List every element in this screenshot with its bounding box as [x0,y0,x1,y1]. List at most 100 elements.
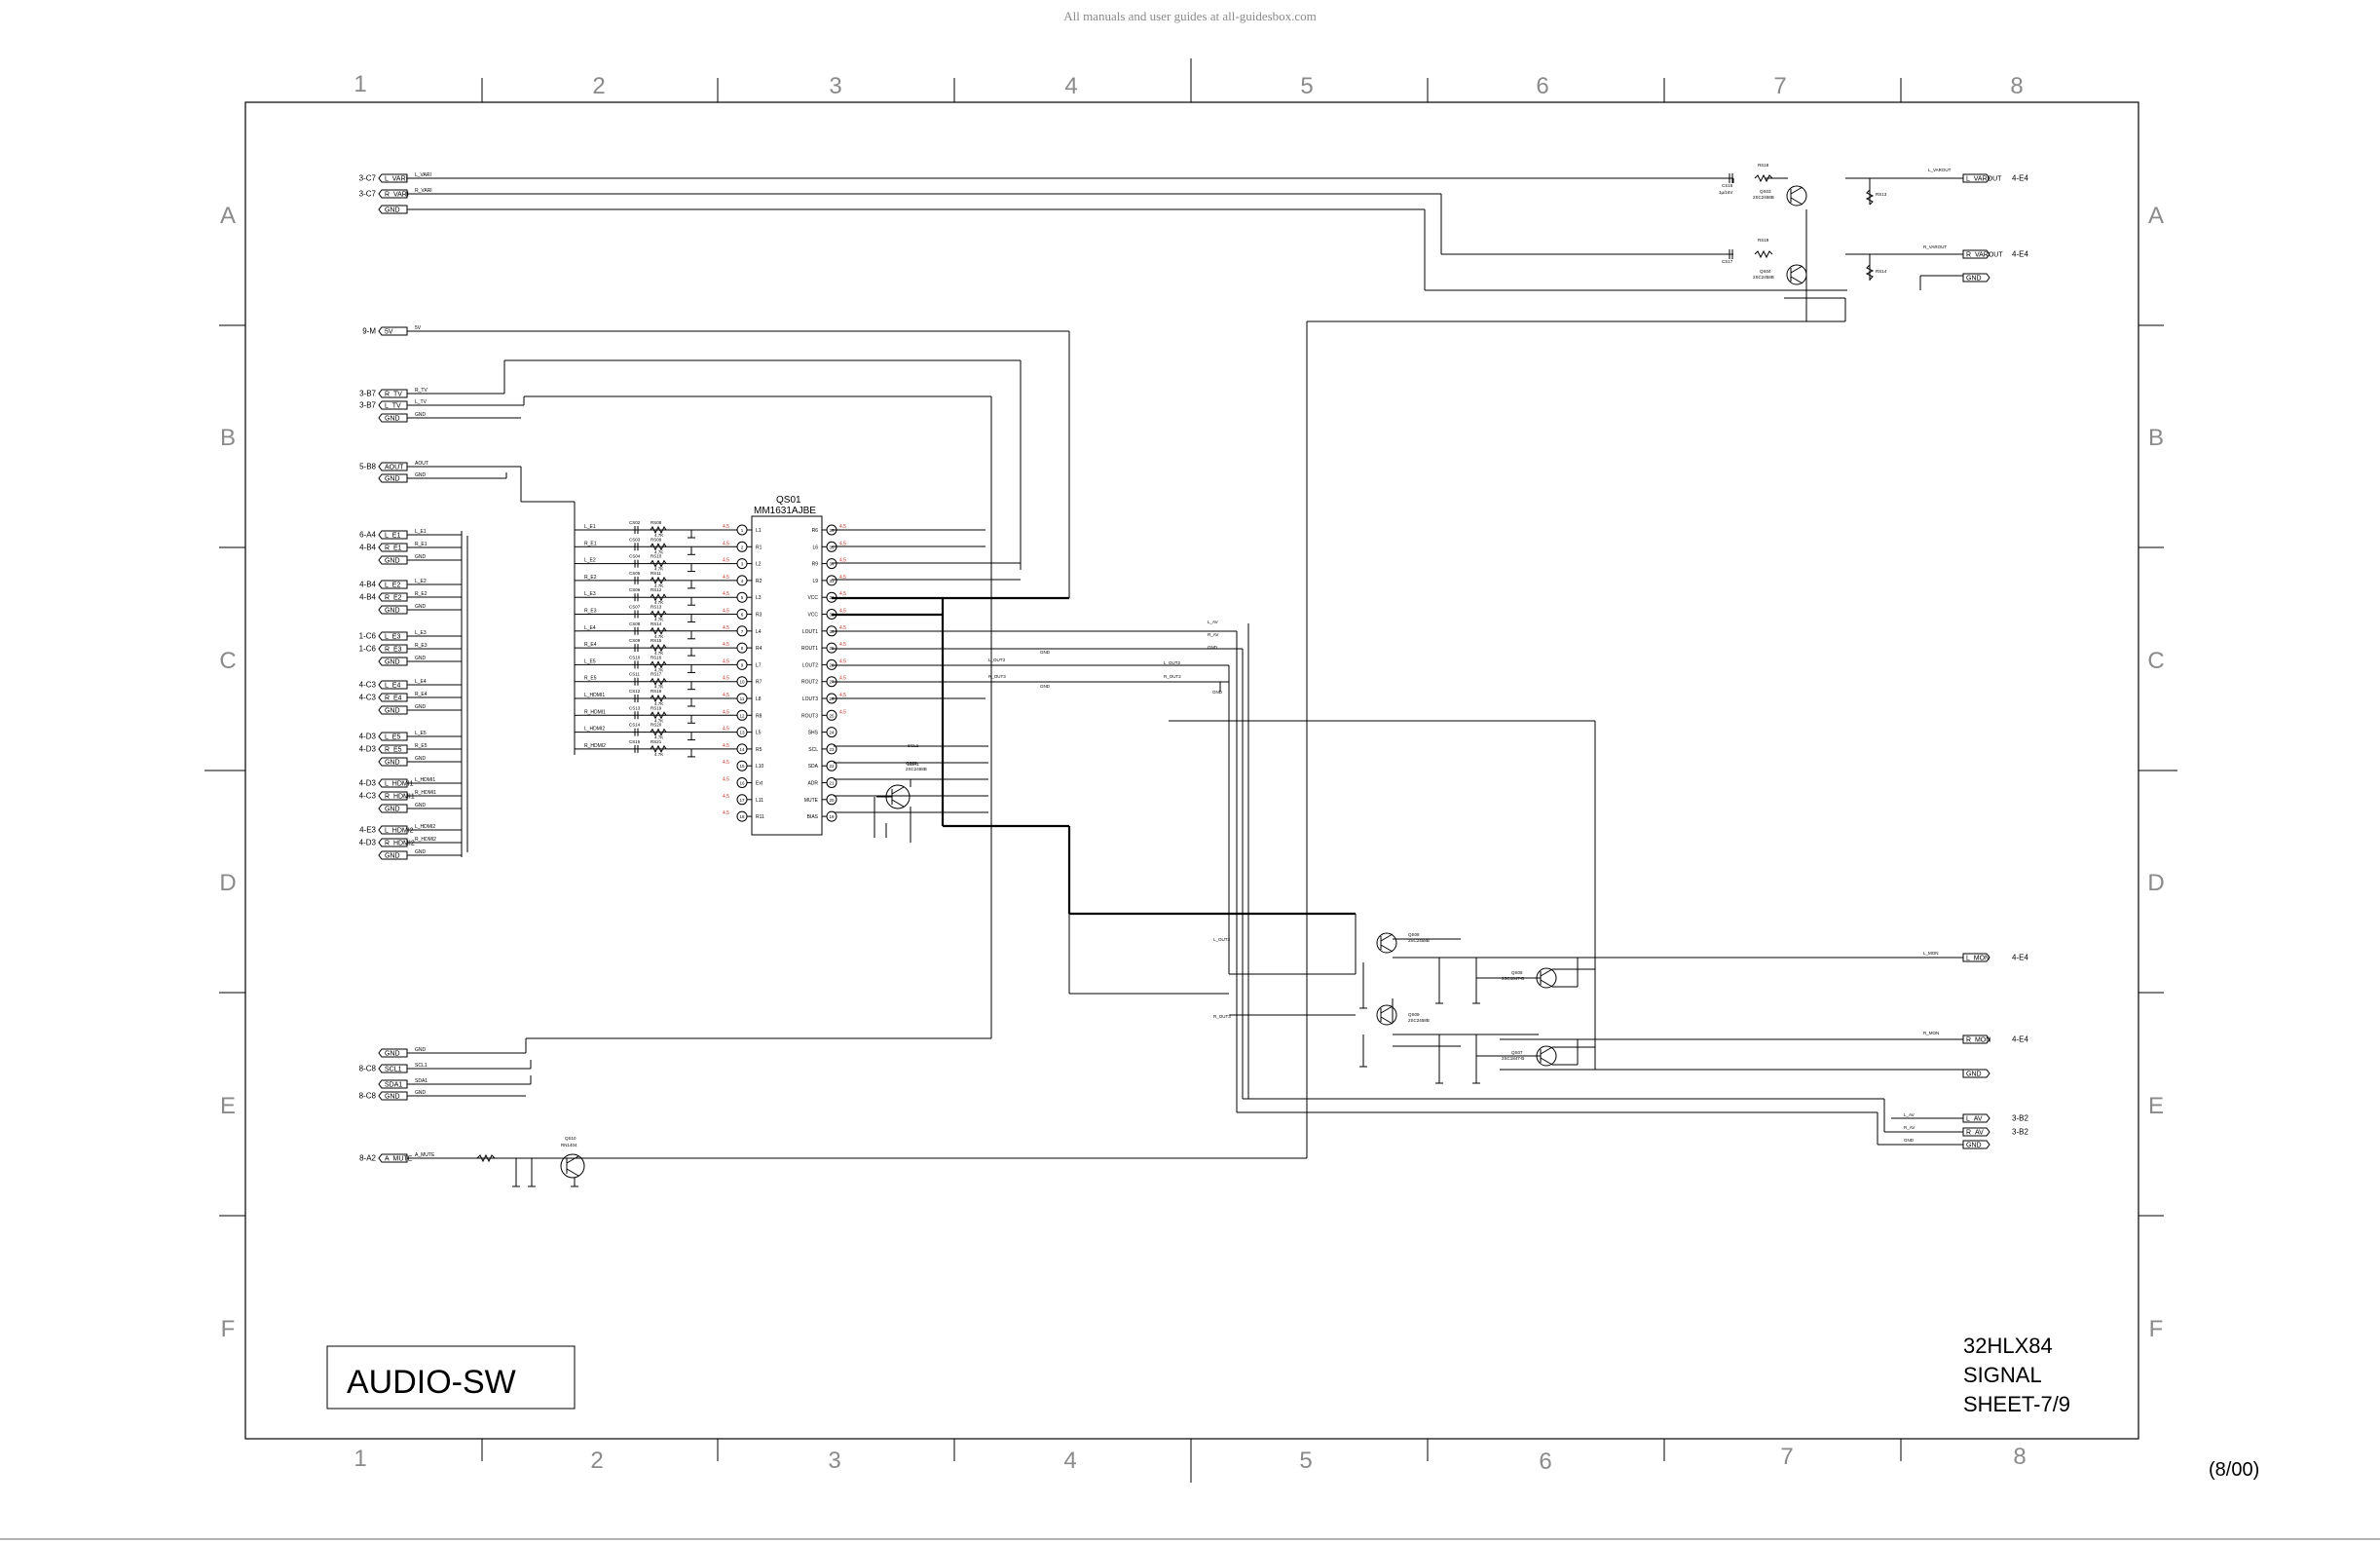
pin-name: MUTE [804,798,819,804]
connector-body [378,680,408,690]
net-label: R_TV [415,388,428,394]
connector-body [1962,1113,1990,1123]
connector-name: L_MON [1966,956,1990,962]
connector-body [378,400,408,410]
connector-body [378,825,408,835]
connector-name: L_E3 [385,634,400,641]
pin-name: LOUT1 [802,629,818,635]
grid-col-bottom: 1 [353,1446,366,1472]
connector-ref: 4-C3 [359,681,377,690]
connector-r-av: R_AV 3-B2 [1962,1127,2028,1137]
resistor-value: 4.7K [654,667,663,672]
connector-body [1962,249,1990,259]
pin-voltage: 4.5 [723,524,729,530]
connector-gnd: GND [1962,273,1990,282]
pin-number: 25 [829,713,835,718]
pin-voltage: 4.5 [723,693,729,698]
connector-body [378,1079,408,1089]
capacitor-label: CS16 [1722,183,1733,188]
pin-name: R4 [756,646,762,652]
pin-name: SCL [808,747,818,753]
net-label: GND [415,412,427,418]
capacitor-label: CS09 [629,638,641,643]
resistor [650,593,667,602]
resistor-label: RS10 [651,554,662,559]
wires-i2c [407,536,992,1159]
resistor [650,744,667,754]
pin-voltage: 4.5 [723,625,729,631]
connector-body [378,189,408,199]
net-label: R_HDMI2 [415,837,436,843]
grid-col-top: 4 [1064,73,1077,99]
transistor-ref: QS04 [1760,269,1771,274]
mon-stage: QS08 2SC2458B QS09 2SC2458B QS06 2SC1847… [908,620,1939,1143]
resistor-label: RS13 [651,605,662,610]
pin-number: 16 [739,781,745,786]
pin-name: ADR [807,781,818,787]
connector-body [1962,1034,1990,1044]
connector-name: R_E5 [385,747,402,754]
grid-col-top: 8 [2010,73,2023,99]
connector-gnd: GND [1962,1069,1990,1078]
pin-voltage: 4.5 [839,625,846,631]
pin-name: L5 [756,731,762,736]
connector-name: R_E3 [385,647,402,654]
connector-body [378,657,408,666]
grid-row-left: F [221,1316,236,1342]
connector-body [1962,953,1990,962]
net-label: GND [415,472,427,478]
capacitor-label: CS13 [629,705,641,710]
grid-col-bottom: 8 [2013,1444,2026,1470]
connector-name: L_VAROUT [1966,176,2002,183]
net-label: GND [415,704,427,710]
resistor-label: RS15 [651,638,662,643]
net-label: GND [1904,1138,1915,1143]
pin-name: L8 [756,696,762,702]
connector-body [378,543,408,552]
pin-name: LOUT3 [802,696,818,702]
connector-gnd: GND GND [378,1047,427,1058]
pin-voltage: 4.5 [723,777,729,783]
connector-name: GND [385,1051,400,1058]
connector-ref: 3-C7 [359,190,377,199]
net-label: GND [415,1090,427,1096]
connector-name: R_AV [1966,1130,1984,1137]
pin-voltage: 4.5 [723,558,729,564]
connector-name: GND [1966,276,1982,282]
connector-ref: 3-B2 [2012,1128,2028,1137]
pin-number: 17 [739,798,745,803]
drawing-frame [244,101,2139,1440]
pin-name: R2 [756,579,762,584]
pin-name: R8 [756,713,762,719]
net-label: R_AV [1208,632,1218,637]
pin-name: LOUT2 [802,662,818,668]
pin-name: L3 [756,595,762,601]
connector-ref: 4-E4 [2012,1035,2028,1044]
connector-name: R_E4 [385,696,402,702]
grid-row-right: A [2148,203,2164,229]
resistor [650,711,667,720]
net-label: R_E3 [415,643,428,649]
connector-body [378,644,408,654]
pin-voltage: 4.5 [723,743,729,749]
net-label: L_E3 [415,630,427,636]
net-label: GND [415,1047,427,1053]
transistor-ref: QS07 [1511,1050,1523,1055]
connector-body [1962,1069,1990,1078]
resistor-value: 4.7K [654,618,663,622]
wires-tv-section [407,330,1070,755]
connector-name: R_E2 [385,595,402,602]
connector-body [378,850,408,860]
connector-body [378,592,408,602]
net-label: GND [1212,690,1223,695]
connector-name: L_TV [385,403,401,410]
pin-number: 10 [739,680,745,685]
